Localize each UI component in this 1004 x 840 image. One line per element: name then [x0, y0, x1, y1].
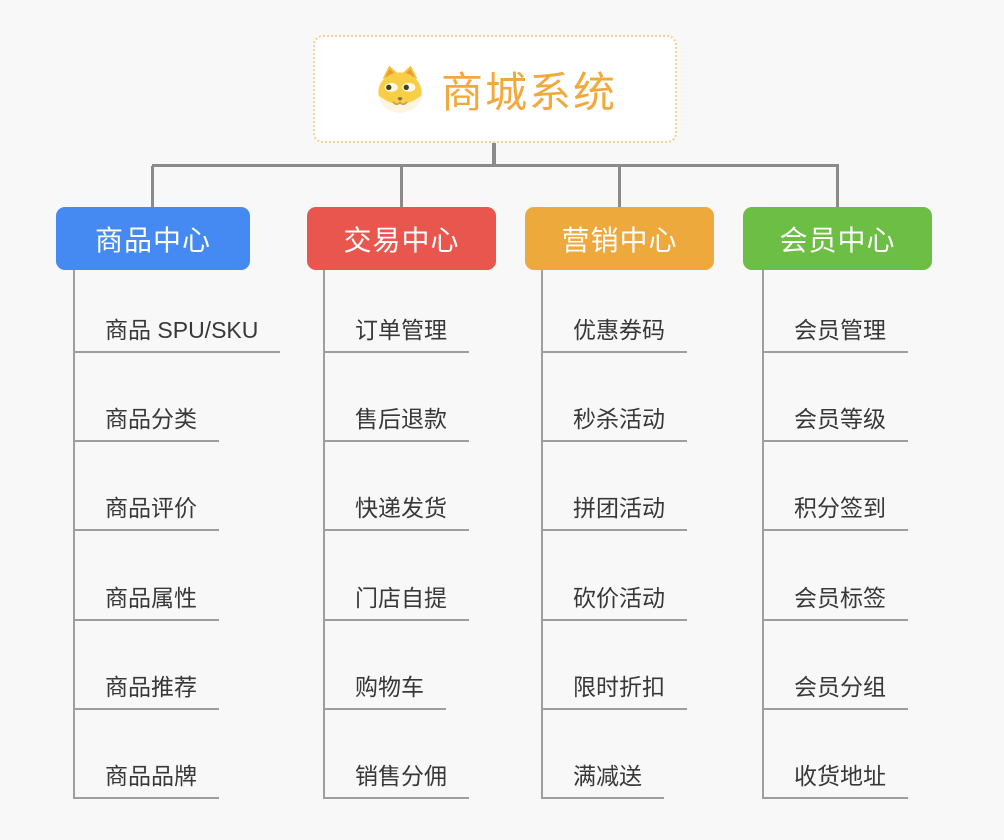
- spine-trade: [323, 270, 325, 799]
- child-node[interactable]: 商品品牌: [73, 761, 219, 799]
- child-node[interactable]: 订单管理: [323, 315, 469, 353]
- child-node[interactable]: 商品 SPU/SKU: [73, 315, 281, 353]
- child-node[interactable]: 会员分组: [762, 672, 908, 710]
- child-node[interactable]: 售后退款: [323, 404, 469, 442]
- branch-node-marketing[interactable]: 营销中心: [525, 207, 714, 270]
- child-node[interactable]: 收货地址: [762, 761, 908, 799]
- child-node[interactable]: 商品推荐: [73, 672, 219, 710]
- branch-label: 会员中心: [779, 224, 896, 256]
- child-node[interactable]: 满减送: [541, 761, 664, 799]
- connector-root-drop: [492, 142, 496, 167]
- branch-label: 营销中心: [561, 224, 678, 256]
- connector-drop-trade: [400, 166, 403, 208]
- branch-node-members[interactable]: 会员中心: [743, 207, 932, 270]
- child-node[interactable]: 优惠券码: [541, 315, 687, 353]
- root-node-label: 商城系统: [440, 68, 617, 116]
- child-node[interactable]: 商品属性: [73, 583, 219, 621]
- connector-bus: [152, 164, 839, 167]
- child-node[interactable]: 砍价活动: [541, 583, 687, 621]
- root-node-mall-system[interactable]: 商城系统: [313, 35, 677, 143]
- connector-drop-products: [151, 166, 154, 208]
- spine-members: [762, 270, 764, 799]
- child-node[interactable]: 商品评价: [73, 493, 219, 531]
- child-node[interactable]: 快递发货: [323, 493, 469, 531]
- child-node[interactable]: 秒杀活动: [541, 404, 687, 442]
- shiba-dog-icon: [378, 65, 422, 113]
- child-node[interactable]: 积分签到: [762, 493, 908, 531]
- child-node[interactable]: 商品分类: [73, 404, 219, 442]
- child-node[interactable]: 会员等级: [762, 404, 908, 442]
- child-node[interactable]: 销售分佣: [323, 761, 469, 799]
- connector-drop-members: [836, 166, 839, 208]
- child-node[interactable]: 购物车: [323, 672, 446, 710]
- connector-drop-marketing: [618, 166, 621, 208]
- child-node[interactable]: 会员管理: [762, 315, 908, 353]
- child-node[interactable]: 会员标签: [762, 583, 908, 621]
- spine-products: [73, 270, 75, 799]
- branch-label: 交易中心: [343, 224, 460, 256]
- branch-label: 商品中心: [94, 224, 211, 256]
- child-node[interactable]: 门店自提: [323, 583, 469, 621]
- child-node[interactable]: 限时折扣: [541, 672, 687, 710]
- spine-marketing: [541, 270, 543, 799]
- branch-node-trade[interactable]: 交易中心: [307, 207, 496, 270]
- branch-node-products[interactable]: 商品中心: [56, 207, 250, 270]
- child-node[interactable]: 拼团活动: [541, 493, 687, 531]
